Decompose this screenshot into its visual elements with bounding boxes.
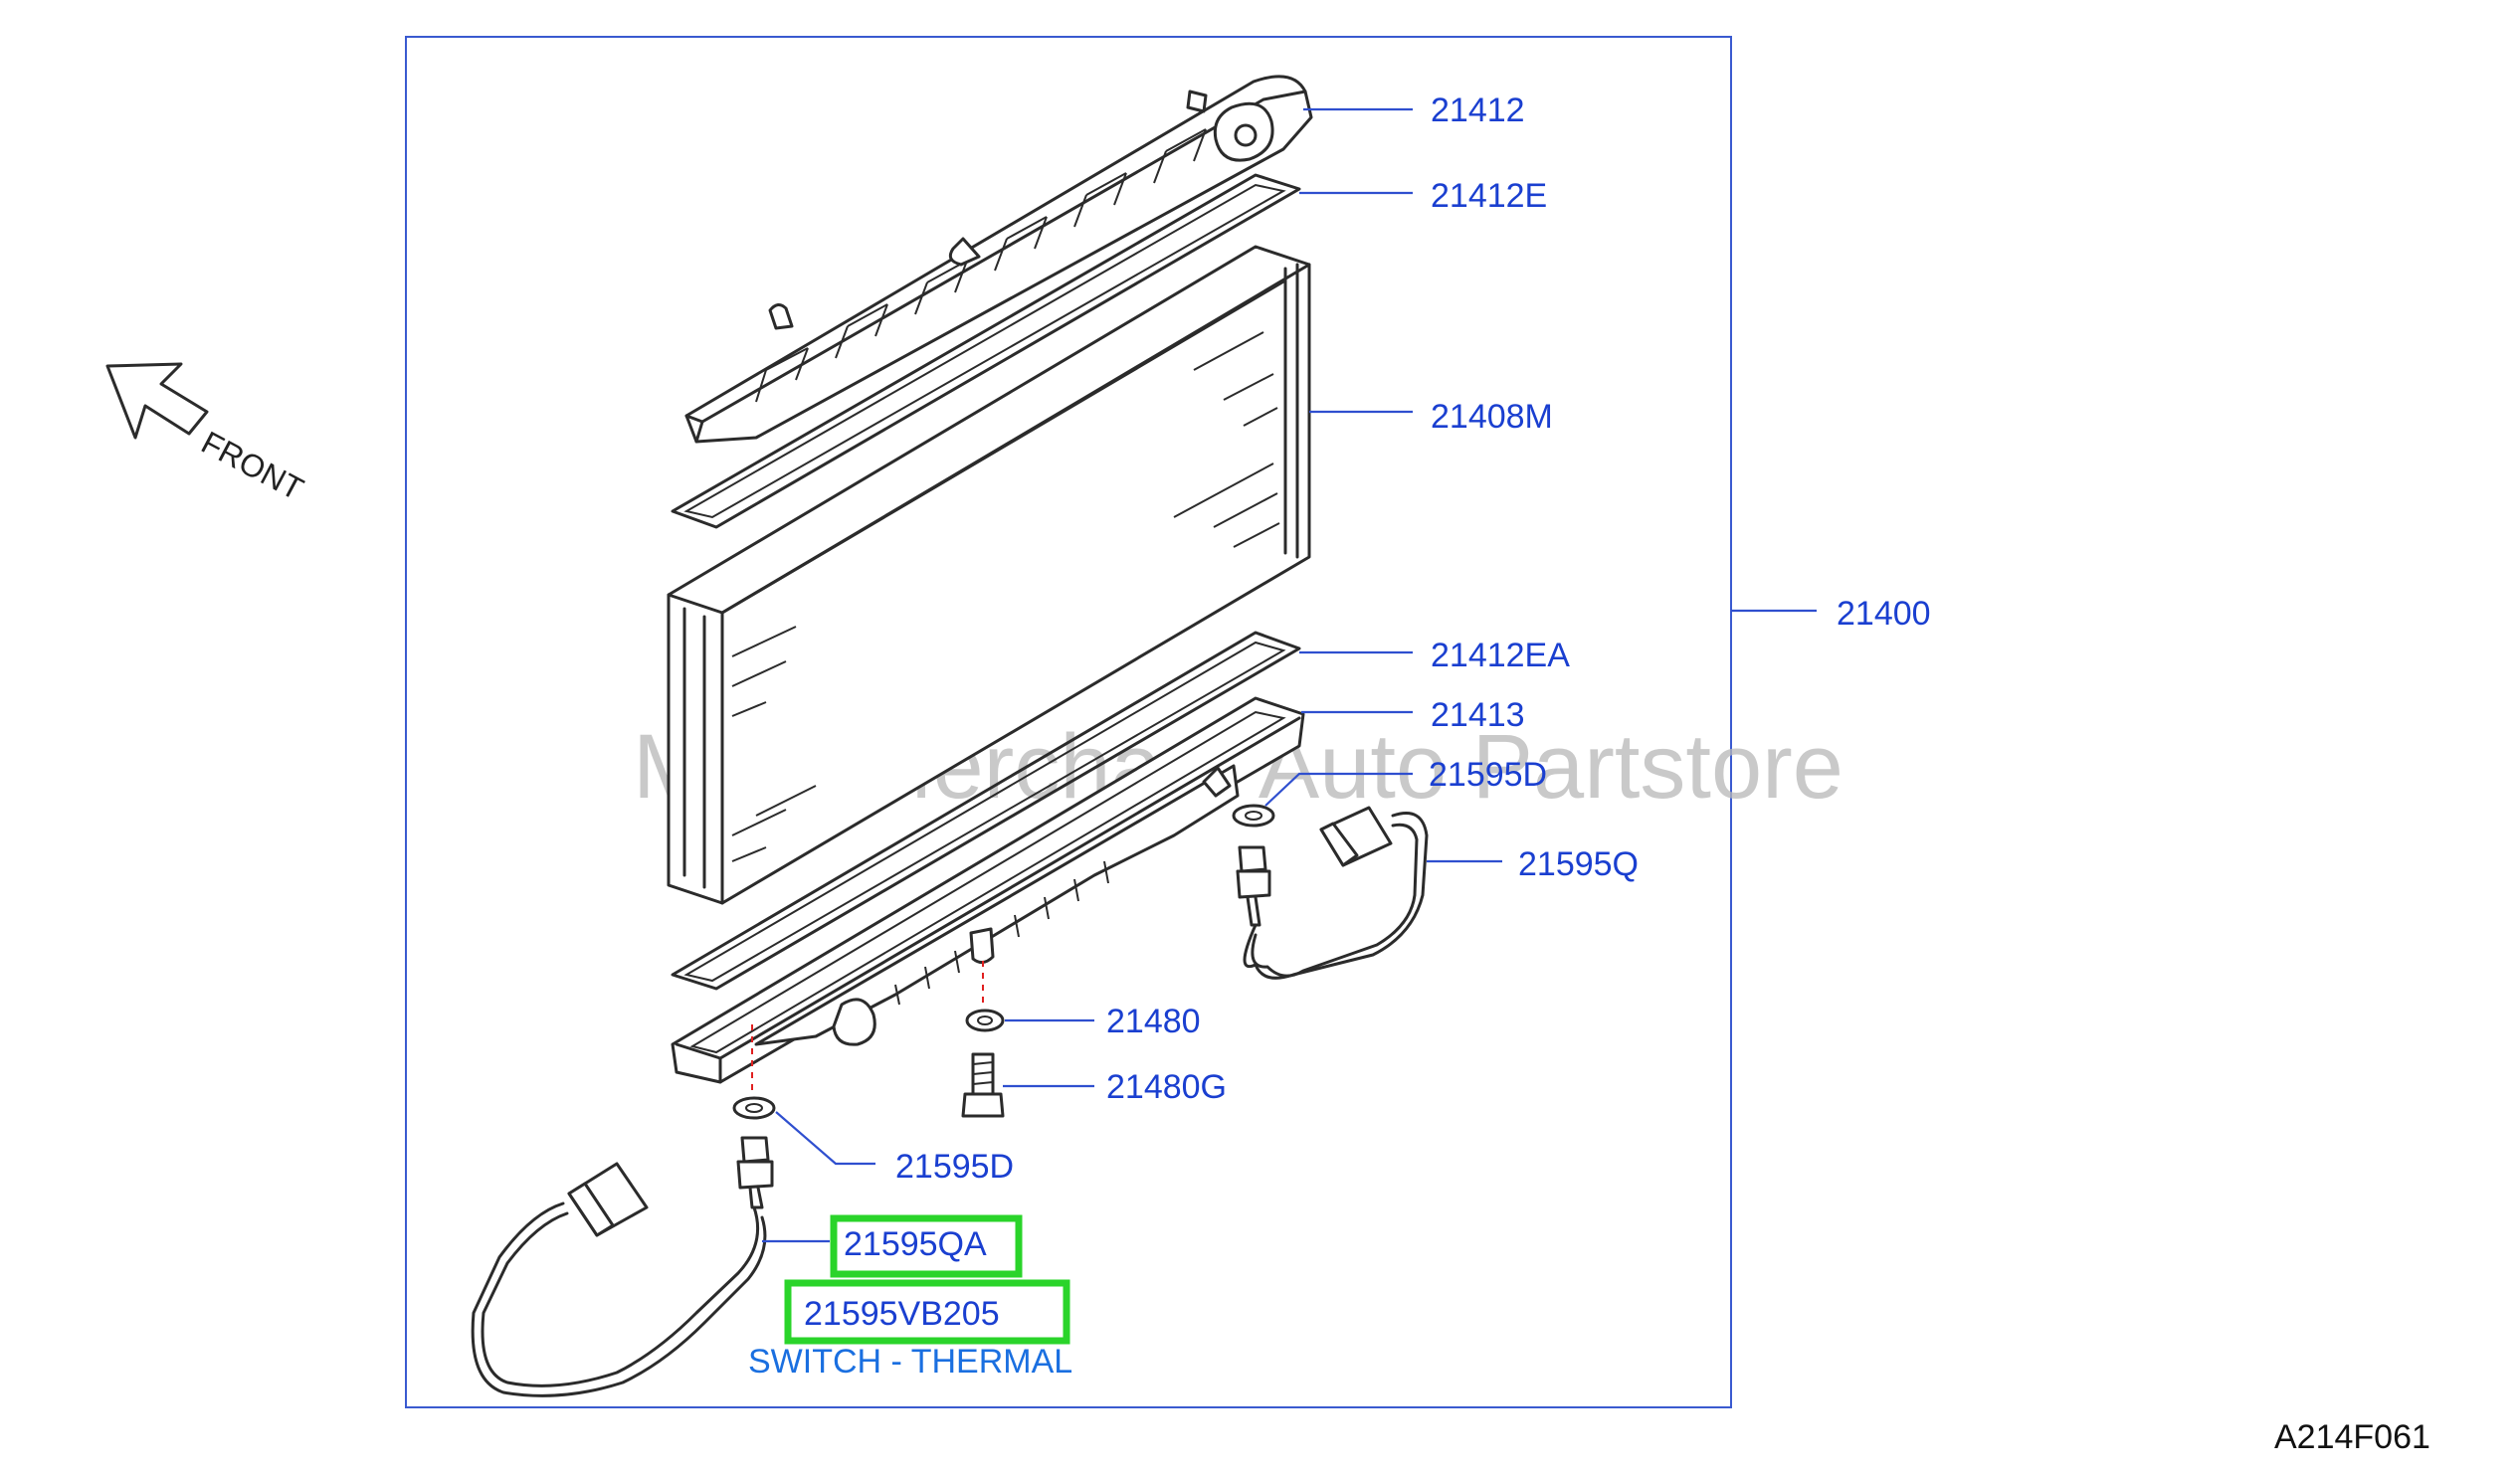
- svg-text:21480: 21480: [1106, 1003, 1201, 1040]
- washer-right-callout: 21595D: [1264, 756, 1547, 807]
- svg-text:21480G: 21480G: [1106, 1068, 1227, 1106]
- svg-text:21595Q: 21595Q: [1518, 845, 1639, 883]
- core-callout: 21408M: [1309, 398, 1553, 436]
- drain-plug-part[interactable]: [961, 1052, 1005, 1118]
- highlighted-part-number[interactable]: 21595VB205: [804, 1295, 1000, 1333]
- lower-tank-callout: 21413: [1301, 696, 1525, 734]
- svg-text:21412EA: 21412EA: [1431, 637, 1570, 674]
- drain-plug-callout: 21480G: [1003, 1068, 1227, 1106]
- svg-text:21595D: 21595D: [895, 1148, 1014, 1186]
- core-part[interactable]: [667, 245, 1311, 905]
- front-arrow-icon: [105, 362, 209, 440]
- washer-left-callout: 21595D: [775, 1111, 1014, 1186]
- svg-text:21595D: 21595D: [1429, 756, 1547, 794]
- svg-text:21413: 21413: [1431, 696, 1525, 734]
- diagram-code: A214F061: [2274, 1418, 2430, 1456]
- upper-gasket-callout: 21412E: [1299, 177, 1547, 215]
- svg-text:21412E: 21412E: [1431, 177, 1547, 215]
- highlight-box-21595QA: [830, 1214, 1023, 1278]
- thermal-switch-right-part[interactable]: [1236, 806, 1429, 980]
- upper-tank-part[interactable]: [684, 75, 1313, 444]
- drain-washer-part[interactable]: [965, 1009, 1005, 1032]
- lower-tank-part[interactable]: [671, 696, 1305, 1084]
- highlighted-part-description: SWITCH - THERMAL: [748, 1343, 1072, 1381]
- svg-text:21412: 21412: [1431, 92, 1525, 129]
- washer-left-part[interactable]: [732, 1096, 776, 1120]
- thermal-switch-right-callout: 21595Q: [1427, 845, 1639, 883]
- svg-text:21595QA: 21595QA: [844, 1225, 987, 1263]
- highlight-box-part-number: [784, 1279, 1070, 1345]
- svg-text:21408M: 21408M: [1431, 398, 1553, 436]
- svg-text:21400: 21400: [1837, 595, 1931, 633]
- lower-gasket-callout: 21412EA: [1299, 637, 1570, 674]
- thermal-switch-left-part[interactable]: [471, 1136, 774, 1397]
- assembly-callout: 21400: [1731, 595, 1931, 633]
- washer-right-part[interactable]: [1232, 804, 1275, 828]
- thermal-switch-left-callout: 21595QA: [762, 1225, 987, 1263]
- diagram-frame: [405, 36, 1732, 1408]
- lower-gasket-part[interactable]: [671, 631, 1301, 991]
- drain-washer-callout: 21480: [1005, 1003, 1201, 1040]
- upper-gasket-part[interactable]: [671, 173, 1301, 529]
- upper-tank-callout: 21412: [1303, 92, 1525, 129]
- front-label: FRONT: [196, 424, 309, 507]
